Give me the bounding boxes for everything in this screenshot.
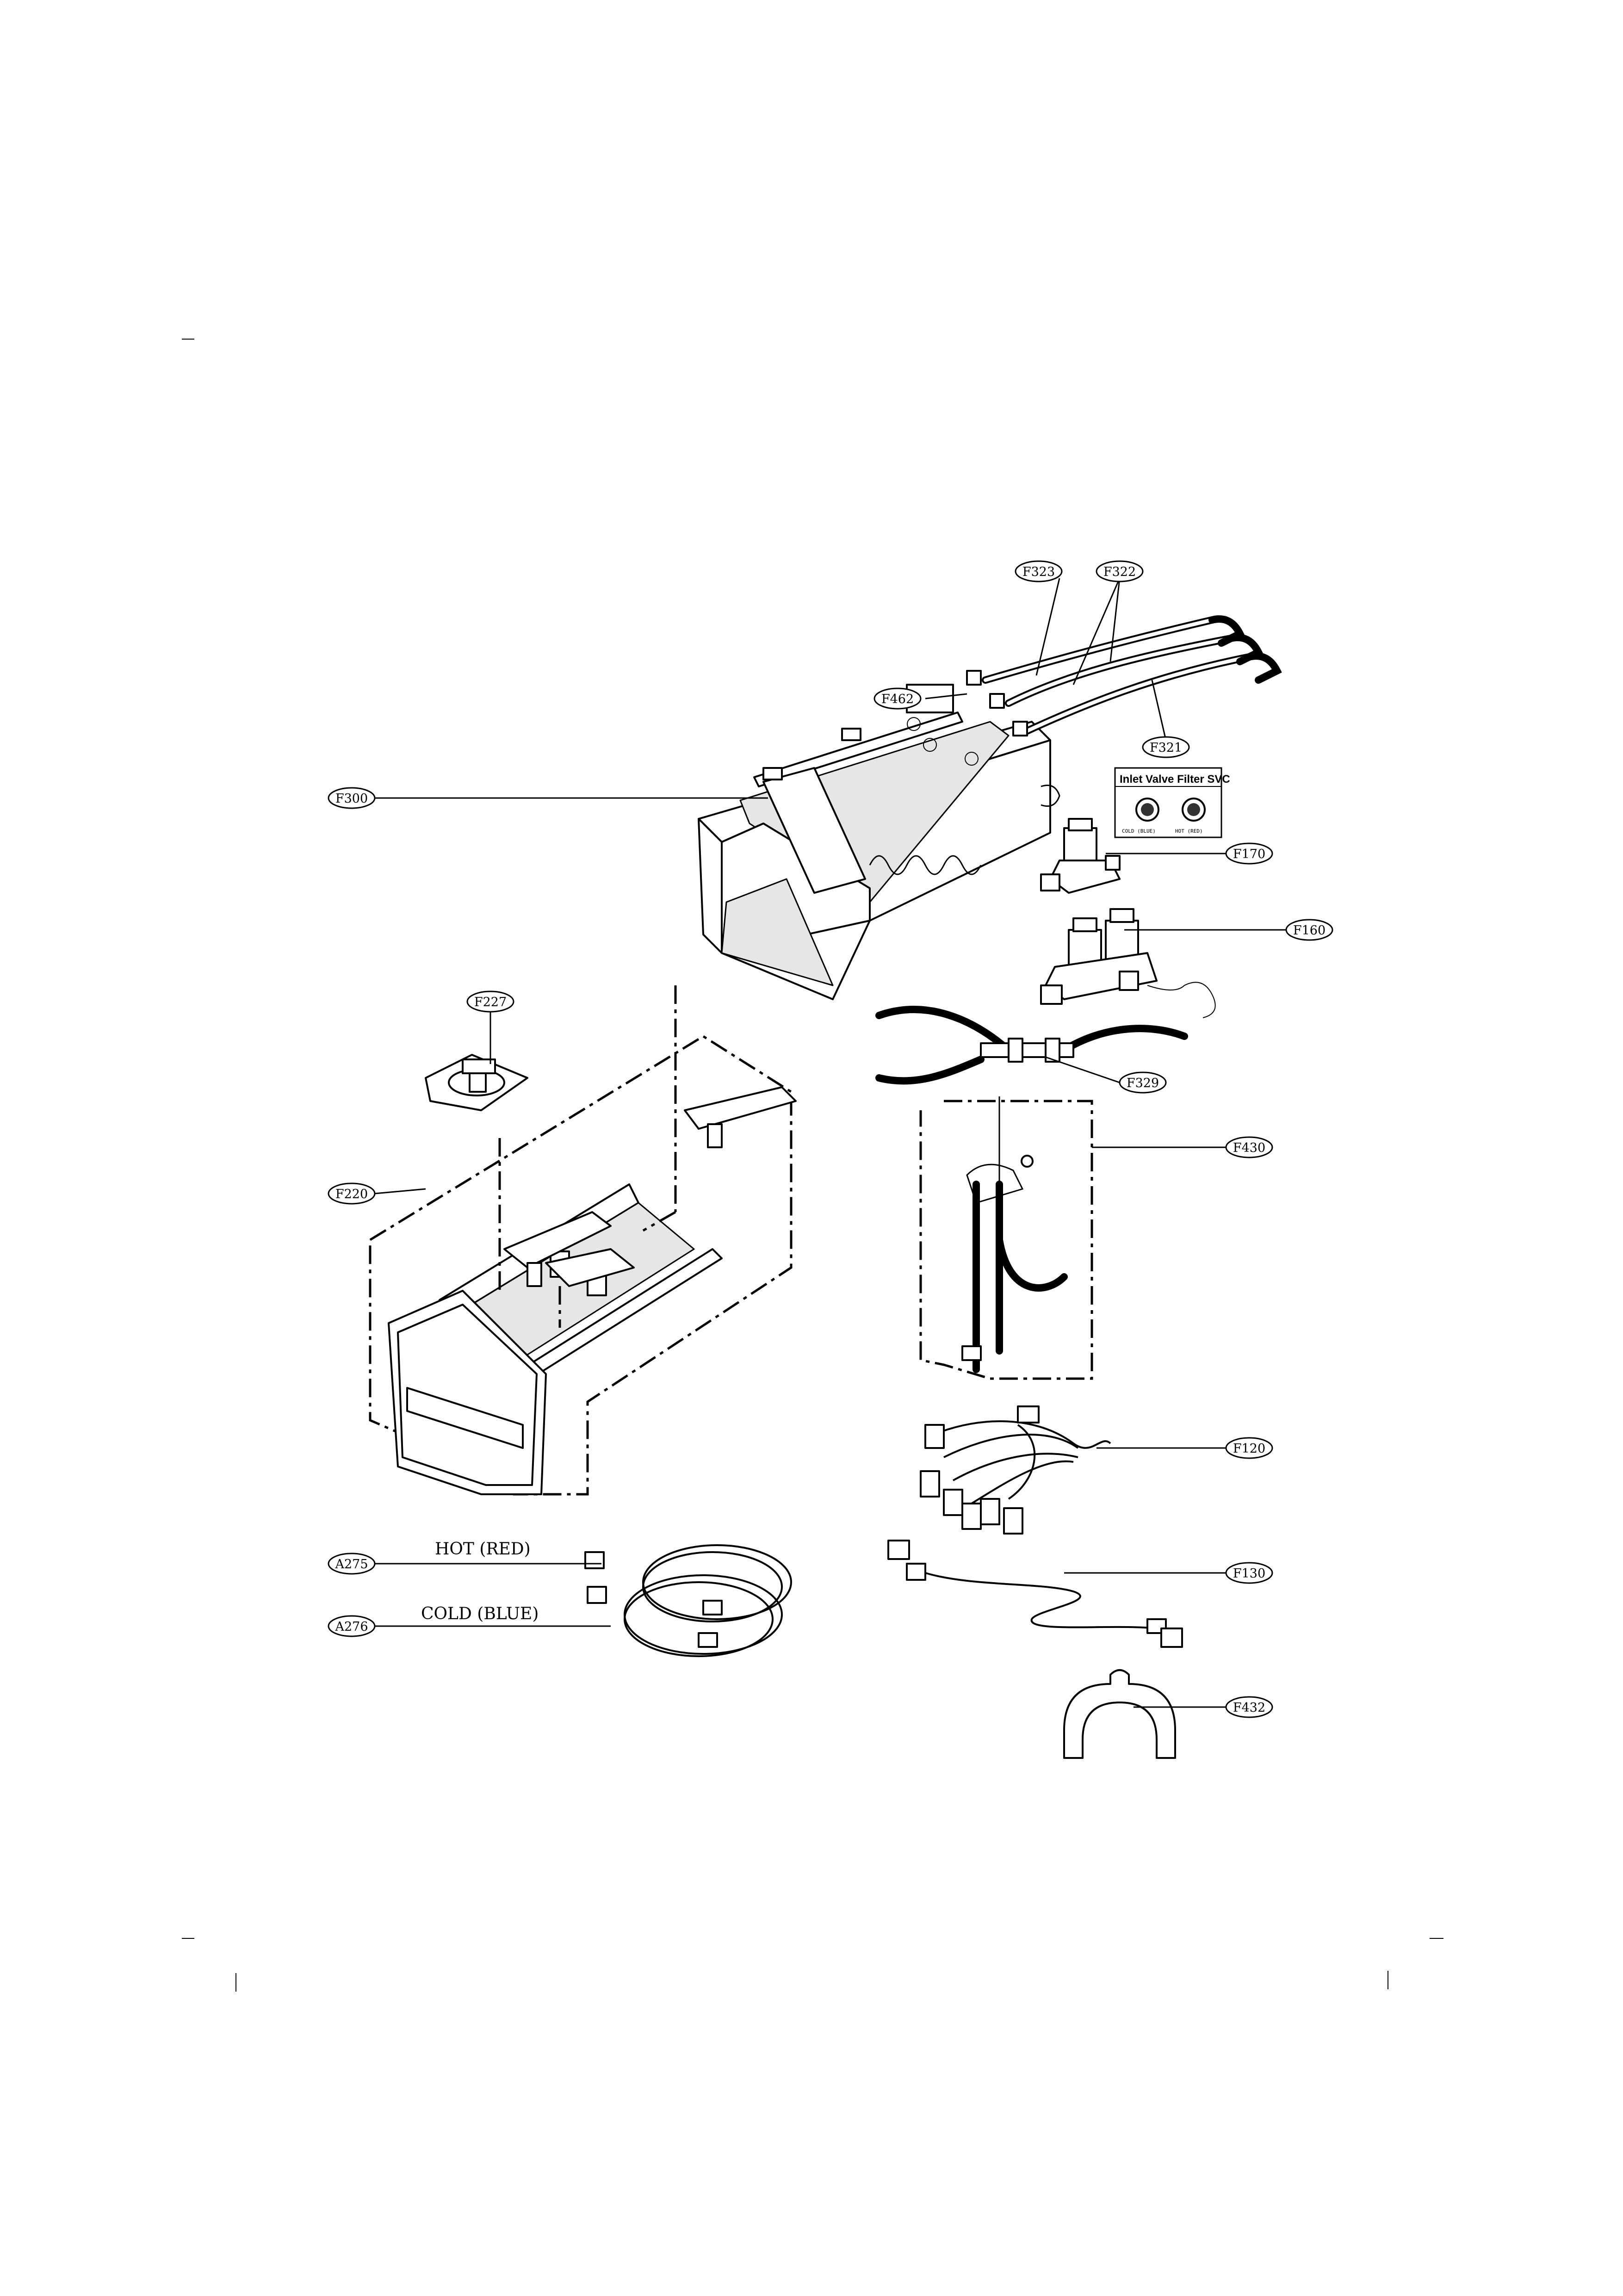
double-valve-part (1040, 908, 1216, 1018)
callout-f323: F323 (1015, 560, 1063, 582)
cold-hose-label: COLD (BLUE) (421, 1604, 539, 1623)
callout-f323-label: F323 (1022, 565, 1055, 579)
callout-f300: F300 (328, 787, 376, 809)
single-valve-part (1040, 818, 1121, 894)
detergent-drawer-part (369, 1035, 797, 1496)
valve-hose-part (875, 1006, 1188, 1085)
callout-f432-label: F432 (1233, 1701, 1265, 1715)
callout-f170: F170 (1225, 842, 1273, 865)
callout-f329-label: F329 (1127, 1076, 1159, 1090)
inlet-box-title: Inlet Valve Filter SVC (1120, 773, 1230, 786)
callout-a276: A276 (328, 1615, 376, 1637)
sensor-cable-part (887, 1540, 1183, 1648)
callout-f130: F130 (1225, 1562, 1273, 1584)
callout-a276-label: A276 (335, 1620, 368, 1634)
callout-f220: F220 (328, 1182, 376, 1205)
water-inlet-hoses-part (584, 1544, 792, 1657)
dispenser-housing-part (698, 684, 1060, 1000)
wire-harness-part (920, 1405, 1111, 1535)
callout-f300-label: F300 (335, 792, 368, 806)
callout-f329: F329 (1119, 1071, 1167, 1094)
callout-f227: F227 (466, 990, 514, 1013)
callout-f160-label: F160 (1293, 923, 1326, 938)
assembly-guide-lines (498, 985, 677, 1328)
callout-f321: F321 (1142, 736, 1190, 758)
leader-lines (374, 578, 1286, 1708)
inlet-valve-filter-box: Inlet Valve Filter SVC COLD (BLUE) HOT (… (1114, 767, 1230, 838)
callout-f170-label: F170 (1233, 847, 1265, 861)
callout-f322-label: F322 (1103, 565, 1136, 579)
pressure-hose-part (919, 1096, 1093, 1380)
inlet-box-cold-caption: COLD (BLUE) (1122, 828, 1156, 834)
callout-f130-label: F130 (1233, 1566, 1265, 1581)
hose-clip-part (1063, 1669, 1176, 1759)
callout-f322: F322 (1096, 560, 1144, 582)
hot-hose-label: HOT (RED) (435, 1540, 531, 1559)
callout-f430-label: F430 (1233, 1141, 1265, 1155)
callout-f462-label: F462 (881, 692, 914, 706)
callout-f430: F430 (1225, 1136, 1273, 1158)
callout-a275: A275 (328, 1553, 376, 1575)
callout-f462: F462 (873, 687, 922, 710)
callout-f160: F160 (1285, 919, 1333, 941)
callout-a275-label: A275 (335, 1557, 368, 1572)
callout-f321-label: F321 (1150, 741, 1182, 755)
drawer-cap-part (425, 1054, 528, 1111)
callout-f220-label: F220 (335, 1187, 368, 1201)
crop-marks (182, 339, 1443, 1992)
callout-f432: F432 (1225, 1696, 1273, 1718)
inlet-hoses-part (966, 615, 1282, 736)
callout-f120: F120 (1225, 1437, 1273, 1459)
callout-f227-label: F227 (474, 995, 507, 1009)
inlet-box-hot-caption: HOT (RED) (1175, 828, 1203, 834)
callout-f120-label: F120 (1233, 1442, 1265, 1456)
